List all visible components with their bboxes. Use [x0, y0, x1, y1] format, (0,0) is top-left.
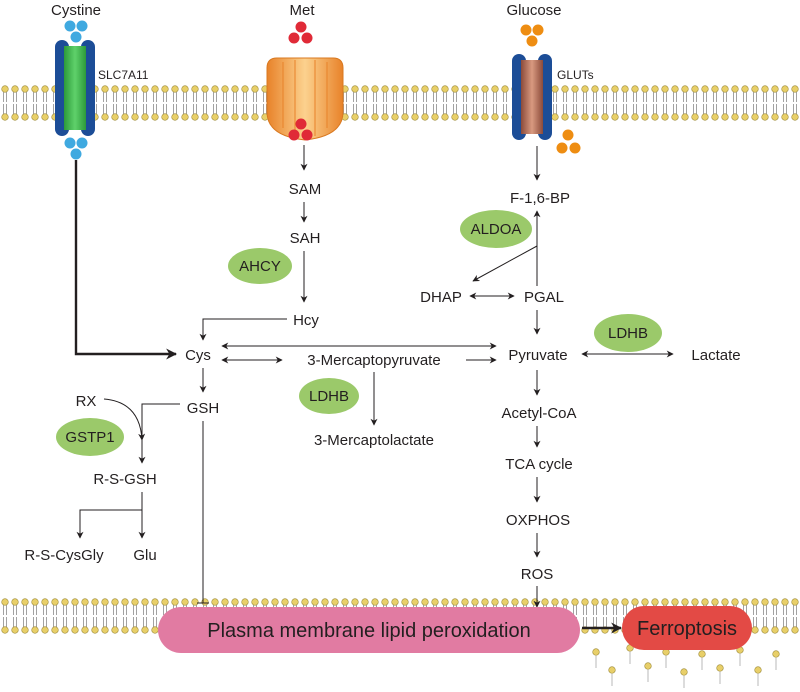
rx-label: RX: [76, 393, 97, 410]
pgal-label: PGAL: [524, 289, 564, 306]
lactate-label: Lactate: [691, 347, 740, 364]
tca-label: TCA cycle: [505, 456, 573, 473]
ldhb-lactate-label: LDHB: [608, 325, 648, 342]
mercaptopyruvate-label: 3-Mercaptopyruvate: [307, 352, 440, 369]
ldhb-mercapto-label: LDHB: [309, 388, 349, 405]
gsh-label: GSH: [187, 400, 220, 417]
met-molecules: [288, 21, 313, 141]
ros-label: ROS: [521, 566, 554, 583]
ahcy-enzyme: [228, 248, 292, 284]
gluts-transporter: [512, 54, 552, 140]
mercaptolactate-label: 3-Mercaptolactate: [314, 432, 434, 449]
arrow-f16bp-dhap: [472, 245, 538, 282]
ferroptosis-label: Ferroptosis: [637, 618, 737, 640]
cystine-label: Cystine: [51, 2, 101, 19]
oxphos-label: OXPHOS: [506, 512, 570, 529]
released-lipid-fragments: [592, 644, 780, 688]
glucose-label: Glucose: [506, 2, 561, 19]
ldhb-lactate-enzyme: [594, 314, 662, 352]
plasma-membrane-top: [0, 85, 800, 121]
arrow-gsh-rsgsh: [138, 403, 180, 464]
pyruvate-label: Pyruvate: [508, 347, 567, 364]
aldoa-enzyme: [460, 210, 532, 248]
gluts-label: GLUTs: [557, 68, 594, 82]
lipid-peroxidation-box: [158, 607, 580, 653]
slc7a11-transporter: [55, 40, 95, 136]
glu-label: Glu: [133, 547, 156, 564]
acetylcoa-label: Acetyl-CoA: [501, 405, 576, 422]
ldhb-mercapto-enzyme: [299, 378, 359, 414]
cystine-molecules: [64, 20, 88, 160]
rscysgly-label: R-S-CysGly: [24, 547, 104, 564]
arrow-hcy-cys: [199, 318, 287, 341]
slc7a11-label: SLC7A11: [98, 68, 149, 82]
cys-label: Cys: [185, 347, 211, 364]
rsgsh-label: R-S-GSH: [93, 471, 156, 488]
arrow-rx-join: [103, 398, 146, 441]
gstp1-enzyme: [56, 418, 124, 456]
f16bp-label: F-1,6-BP: [510, 190, 570, 207]
met-label: Met: [289, 2, 315, 19]
gstp1-label: GSTP1: [65, 429, 114, 446]
lipid-peroxidation-label: Plasma membrane lipid peroxidation: [207, 620, 531, 642]
ferroptosis-box: [622, 606, 752, 650]
aldoa-label: ALDOA: [471, 221, 522, 238]
sah-label: SAH: [290, 230, 321, 247]
sam-label: SAM: [289, 181, 322, 198]
ahcy-label: AHCY: [239, 258, 281, 275]
glucose-molecules: [520, 24, 581, 154]
met-transporter: [266, 57, 344, 141]
arrow-rsgsh-products: [76, 492, 143, 539]
arrow-cystine-cys: [74, 160, 178, 360]
hcy-label: Hcy: [293, 312, 319, 329]
dhap-label: DHAP: [420, 289, 462, 306]
